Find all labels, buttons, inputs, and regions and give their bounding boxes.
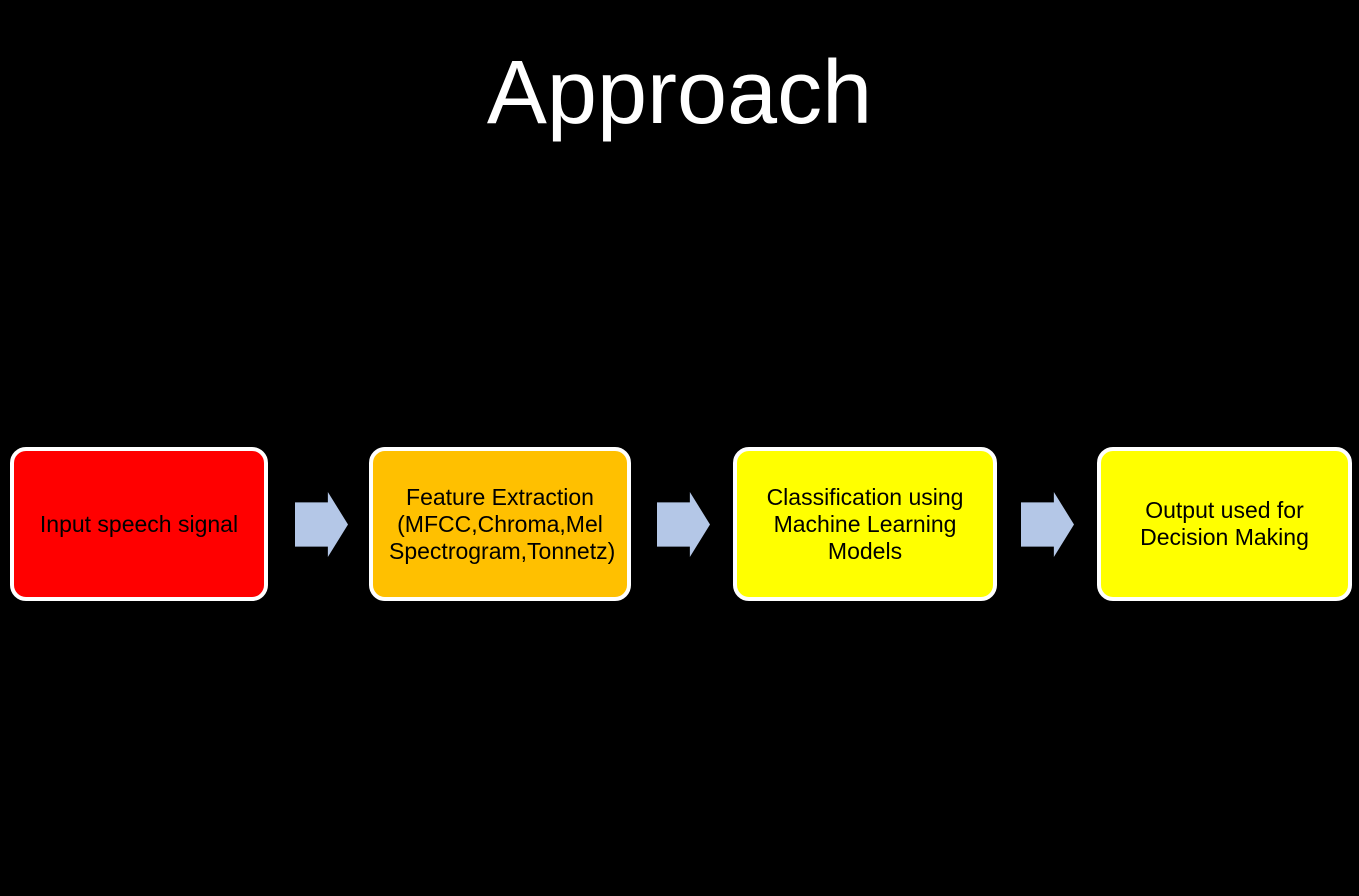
right-arrow-icon — [657, 492, 710, 557]
flow-step-label: Feature Extraction (MFCC,Chroma,Mel Spec… — [389, 483, 616, 564]
flow-step-label: Output used for Decision Making — [1140, 497, 1309, 550]
flow-step-label: Input speech signal — [39, 510, 239, 537]
flow-step-output-decision: Output used for Decision Making — [1097, 447, 1352, 601]
flow-step-label: Classification using Machine Learning Mo… — [766, 483, 964, 564]
slide-title: Approach — [486, 43, 873, 143]
right-arrow-icon — [295, 492, 348, 557]
flow-step-input-speech-signal: Input speech signal — [10, 447, 268, 601]
right-arrow-icon — [1021, 492, 1074, 557]
flow-step-feature-extraction: Feature Extraction (MFCC,Chroma,Mel Spec… — [369, 447, 631, 601]
flow-step-classification: Classification using Machine Learning Mo… — [733, 447, 997, 601]
